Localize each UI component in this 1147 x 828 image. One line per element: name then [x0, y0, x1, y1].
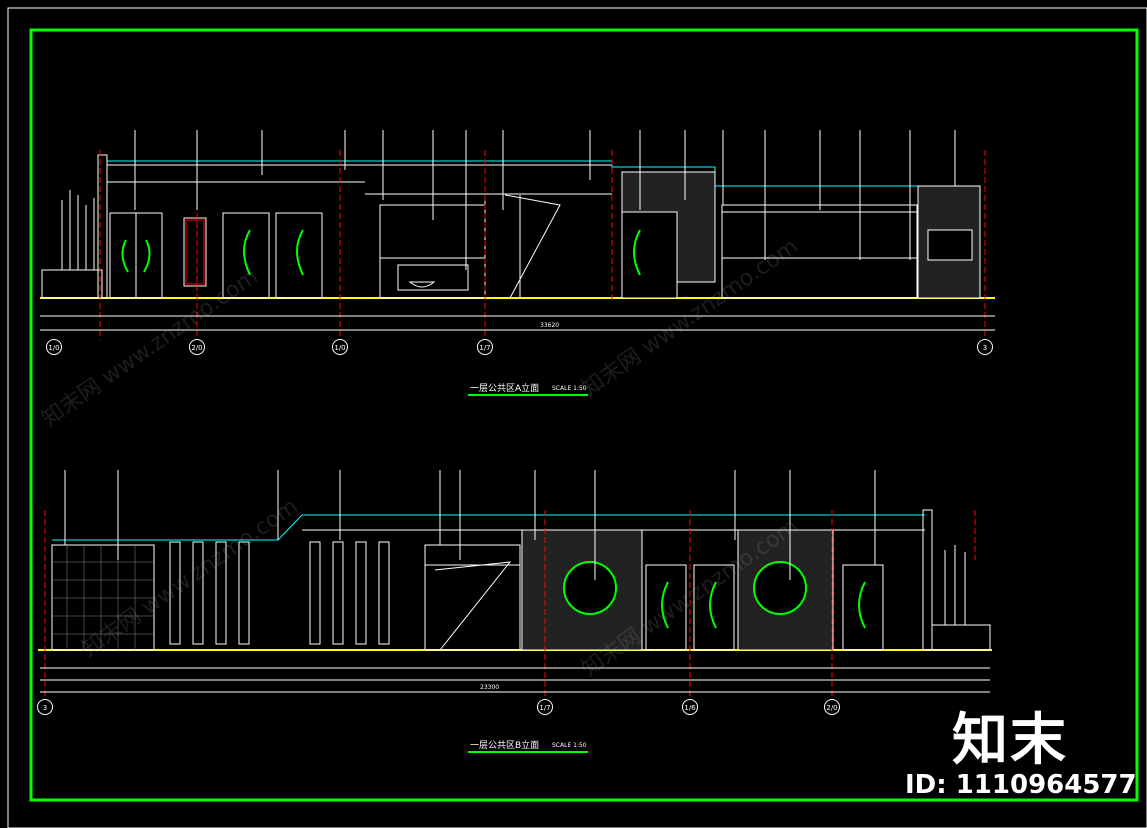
drawing-frame	[29, 28, 1139, 802]
elevation-a-total-dim: 33620	[540, 322, 560, 329]
elevation-a-title-underline	[468, 394, 588, 396]
elevation-a-title: 一层公共区A立面	[470, 384, 540, 394]
znzmo-logo: 知末	[952, 708, 1068, 773]
axis-marker: 1/7	[537, 699, 553, 715]
elevation-a	[40, 130, 995, 340]
drawing-id-label: ID: 1110964577	[905, 770, 1137, 800]
axis-marker: 3	[977, 339, 993, 355]
axis-marker: 1/0	[46, 339, 62, 355]
outer-border	[7, 7, 1147, 828]
elevation-b-total-dim: 23300	[480, 684, 500, 691]
axis-marker: 1/6	[682, 699, 698, 715]
elevation-b	[38, 470, 992, 700]
axis-marker: 1/0	[332, 339, 348, 355]
elevation-a-scale: SCALE 1:50	[552, 385, 587, 392]
axis-marker: 2/0	[824, 699, 840, 715]
elevation-b-scale: SCALE 1:50	[552, 742, 587, 749]
axis-marker: 2/0	[189, 339, 205, 355]
elevation-b-title: 一层公共区B立面	[470, 741, 540, 751]
elevation-b-title-underline	[468, 751, 588, 753]
axis-marker: 1/7	[477, 339, 493, 355]
axis-marker: 3	[37, 699, 53, 715]
